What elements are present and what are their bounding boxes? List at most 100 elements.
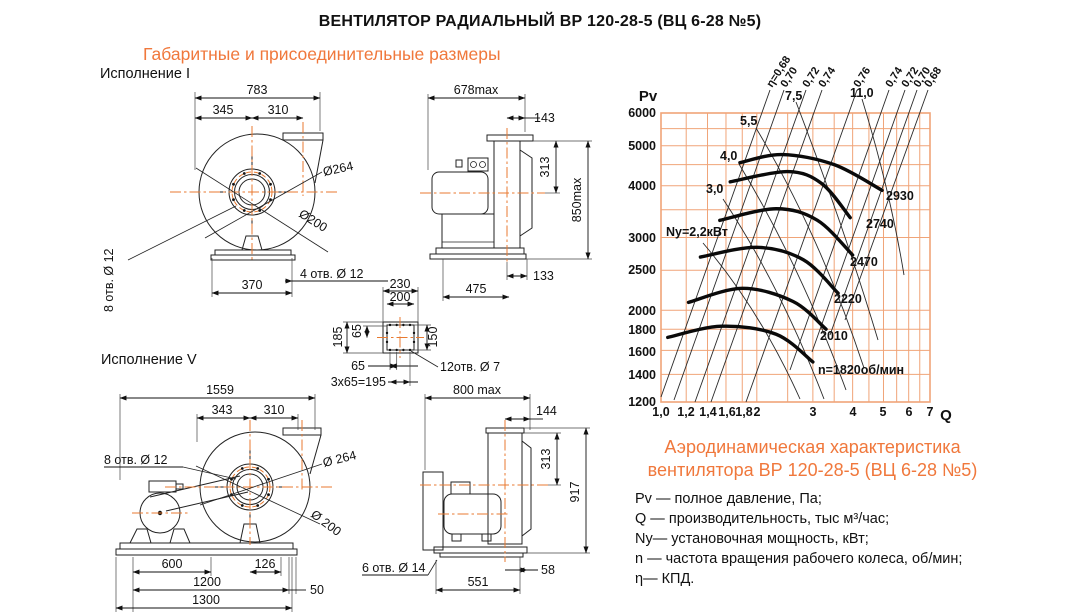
rpm-label: 2470 <box>850 255 878 269</box>
x-tick: 5 <box>880 405 887 419</box>
dim-343: 343 <box>212 403 233 417</box>
y-tick: 1600 <box>628 345 656 359</box>
y-tick: 1200 <box>628 395 656 409</box>
dim-310v: 310 <box>264 403 285 417</box>
legend-pv: Pv — полное давление, Па; <box>635 491 822 507</box>
rpm-label: 2930 <box>886 189 914 203</box>
x-tick: 6 <box>906 405 913 419</box>
x-tick: 1,2 <box>677 405 694 419</box>
execution5-label: Исполнение V <box>101 352 197 368</box>
dim-313: 313 <box>538 157 552 178</box>
efficiency-line <box>673 89 785 401</box>
dim-200: 200 <box>390 290 411 304</box>
power-label: 5,5 <box>740 114 757 128</box>
dim-1300: 1300 <box>192 593 220 607</box>
efficiency-line <box>710 89 823 403</box>
power-label: 7,5 <box>785 89 802 103</box>
chart-legend: Pv — полное давление, Па; Q — производит… <box>635 489 962 589</box>
legend-q: Q — производительность, тыс м³/час; <box>635 511 890 527</box>
x-tick: 3 <box>810 405 817 419</box>
legend-eta: η— КПД. <box>635 571 695 587</box>
y-tick: 4000 <box>628 179 656 193</box>
dim-65-bottom: 65 <box>351 359 365 373</box>
rpm-curve-2220 <box>698 245 840 295</box>
dim-917: 917 <box>568 482 582 503</box>
dim-678max: 678max <box>454 83 499 97</box>
dim-holes8: 8 отв. Ø 12 <box>102 248 116 312</box>
exec1-side-drawing: 678max 143 313 850max 133 475 <box>420 83 592 301</box>
dim-150: 150 <box>426 327 440 348</box>
dim-313v: 313 <box>539 449 553 470</box>
rpm-label: 2740 <box>866 217 894 231</box>
rpm-label: 2220 <box>834 292 862 306</box>
exec1-front-drawing: 783 345 310 Ø264 Ø200 8 отв. Ø 12 370 4 … <box>102 83 388 312</box>
dim-230: 230 <box>390 277 411 291</box>
dim-3x65: 3x65=195 <box>331 375 386 389</box>
execution1-label: Исполнение I <box>100 66 191 82</box>
dim-holes4: 4 отв. Ø 12 <box>300 267 364 281</box>
rpm-curve-1820 <box>666 324 815 364</box>
legend-n: n — частота вращения рабочего колеса, об… <box>635 551 963 567</box>
page-title: ВЕНТИЛЯТОР РАДИАЛЬНЫЙ ВР 120-28-5 (ВЦ 6-… <box>318 13 762 30</box>
power-label: 11,0 <box>850 86 874 100</box>
efficiency-line <box>811 89 906 353</box>
rpm-curve-2470 <box>718 207 855 257</box>
dim-126: 126 <box>255 557 276 571</box>
dim-d200v: Ø 200 <box>308 507 344 539</box>
rpm-label: 2010 <box>820 329 848 343</box>
dim-d264: Ø264 <box>322 159 355 179</box>
y-tick: 3000 <box>628 231 656 245</box>
y-axis-title: Pv <box>639 88 658 105</box>
chart-caption: Аэродинамическая характеристика вентилят… <box>640 436 985 482</box>
legend-ny: Ny— установочная мощность, кВт; <box>635 531 869 547</box>
x-tick: 7 <box>927 405 934 419</box>
rpm-label: n=1820об/мин <box>818 363 904 377</box>
x-tick: 1,0 <box>652 405 669 419</box>
flange-detail-drawing: 230 200 65 185 150 65 3x65=195 12отв. Ø <box>331 277 500 389</box>
flange-bolt-holes <box>385 323 416 352</box>
dim-65-left: 65 <box>350 324 364 338</box>
x-tick: 1,4 <box>699 405 716 419</box>
dim-551: 551 <box>468 575 489 589</box>
dim-144: 144 <box>536 404 557 418</box>
dim-850max: 850max <box>570 177 584 222</box>
rpm-curve-2010 <box>686 286 828 331</box>
power-line <box>738 163 847 391</box>
chart-caption-line2: вентилятора ВР 120-28-5 (ВЦ 6-28 №5) <box>647 460 978 480</box>
y-tick: 1400 <box>628 368 656 382</box>
power-line <box>702 242 801 400</box>
bolt-holes <box>232 172 272 212</box>
power-label: 4,0 <box>720 149 737 163</box>
efficiency-line <box>745 89 858 403</box>
power-line <box>722 198 825 400</box>
eta-label: 0,74 <box>816 64 838 89</box>
dim-50: 50 <box>310 583 324 597</box>
x-tick: 4 <box>850 405 857 419</box>
efficiency-line <box>660 89 771 398</box>
dim-143: 143 <box>534 111 555 125</box>
y-tick: 2500 <box>628 263 656 277</box>
rpm-curve-2740 <box>728 169 852 220</box>
dim-holes8v: 8 отв. Ø 12 <box>104 453 168 467</box>
y-tick: 6000 <box>628 106 656 120</box>
dim-holes12: 12отв. Ø 7 <box>440 360 500 374</box>
x-tick: 2 <box>754 405 761 419</box>
dim-600: 600 <box>162 557 183 571</box>
plot-border <box>660 112 931 403</box>
dim-1200: 1200 <box>193 575 221 589</box>
y-tick: 2000 <box>628 304 656 318</box>
dim-800max: 800 max <box>453 383 502 397</box>
y-tick: 1800 <box>628 323 656 337</box>
dim-345: 345 <box>213 103 234 117</box>
dim-370: 370 <box>242 278 263 292</box>
x-axis-title: Q <box>940 407 952 424</box>
dim-133: 133 <box>533 269 554 283</box>
dim-d264v: Ø 264 <box>321 448 357 470</box>
efficiency-line <box>844 89 929 321</box>
section-subtitle: Габаритные и присоединительные размеры <box>143 44 501 64</box>
y-tick: 5000 <box>628 139 656 153</box>
dim-d200: Ø200 <box>296 207 329 235</box>
dim-holes6: 6 отв. Ø 14 <box>362 561 426 575</box>
